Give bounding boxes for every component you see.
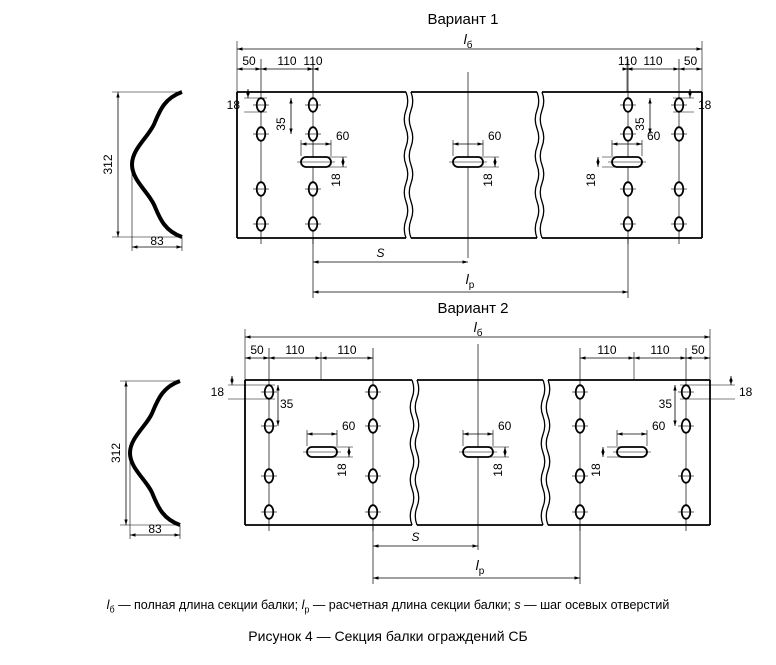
right-35-label: 35 xyxy=(633,117,647,131)
figure-caption: Рисунок 4 — Секция балки ограждений СБ xyxy=(248,628,528,644)
top-dim-label-5: 110 xyxy=(650,343,669,357)
legend-lp-symbol: l xyxy=(301,598,305,612)
legend-s-text: — шаг осевых отверстий xyxy=(520,598,670,612)
legend-lp-sub: р xyxy=(304,604,310,615)
slot-18-label-3: 18 xyxy=(584,173,598,187)
total-length-label-symbol: l xyxy=(474,319,478,335)
legend-lb-text: — полная длина секции балки; xyxy=(114,598,302,612)
top-dim-label-1: 50 xyxy=(242,54,256,68)
left-18-label: 18 xyxy=(211,385,225,399)
left-18-label: 18 xyxy=(227,98,241,112)
plate-segment-2 xyxy=(417,379,543,526)
slot-60-label-1: 60 xyxy=(336,129,350,143)
lp-label-sub: р xyxy=(469,280,475,291)
legend-lp-text: — расчетная длина секции балки; xyxy=(309,598,515,612)
total-length-label: lб xyxy=(474,319,483,339)
left-35-label: 35 xyxy=(280,397,294,411)
profile-depth-label: 83 xyxy=(148,522,162,536)
variant-title: Вариант 1 xyxy=(427,11,498,28)
top-dim-label-3: 110 xyxy=(337,343,356,357)
top-dim-label-6: 50 xyxy=(691,343,705,357)
plate-segment-1 xyxy=(245,379,412,526)
slot-18-label-2: 18 xyxy=(491,463,505,477)
s-label: S xyxy=(411,530,419,544)
lp-label-symbol: l xyxy=(466,271,470,287)
total-length-label: lб xyxy=(464,31,473,51)
slot-60-label-3: 60 xyxy=(652,419,666,433)
profile-height-label: 312 xyxy=(109,443,123,463)
total-length-label-symbol: l xyxy=(464,31,468,47)
plate-segment-3 xyxy=(542,91,702,239)
total-length-label-sub: б xyxy=(477,327,483,339)
left-35-label: 35 xyxy=(274,117,288,131)
break-line-1 xyxy=(403,91,409,239)
right-35-label: 35 xyxy=(659,397,673,411)
break-line-2 xyxy=(408,91,414,239)
lp-label-symbol: l xyxy=(476,557,480,573)
legend-line: lб — полная длина секции балки; lр — рас… xyxy=(0,598,776,615)
break-line-2 xyxy=(414,379,420,526)
top-dim-label-2: 110 xyxy=(285,343,304,357)
s-label: S xyxy=(376,246,384,260)
top-dim-label-1: 50 xyxy=(250,343,264,357)
top-dim-label-3: 110 xyxy=(303,54,322,68)
slot-60-label-2: 60 xyxy=(488,129,502,143)
beam-profile xyxy=(129,90,183,239)
top-dim-label-2: 110 xyxy=(277,54,296,68)
right-18-label: 18 xyxy=(739,385,753,399)
total-length-label-sub: б xyxy=(467,39,473,51)
slot-60-label-3: 60 xyxy=(647,129,661,143)
profile-depth-label: 83 xyxy=(150,234,164,248)
slot-60-label-2: 60 xyxy=(498,419,512,433)
plate-segment-3 xyxy=(548,379,710,526)
break-line-3 xyxy=(534,91,540,239)
legend-lb-symbol: l xyxy=(106,598,110,612)
plate-segment-1 xyxy=(237,91,406,239)
lp-label: lр xyxy=(476,557,485,577)
break-line-4 xyxy=(545,379,551,526)
top-dim-label-5: 110 xyxy=(643,54,662,68)
slot-18-label-3: 18 xyxy=(589,463,603,477)
break-line-4 xyxy=(539,91,545,239)
profile-height-label: 312 xyxy=(101,154,115,174)
break-line-1 xyxy=(409,379,415,526)
slot-60-label-1: 60 xyxy=(342,419,356,433)
plate-segment-2 xyxy=(411,91,537,239)
top-dim-label-6: 50 xyxy=(684,54,698,68)
slot-18-label-2: 18 xyxy=(481,173,495,187)
right-18-label: 18 xyxy=(698,98,712,112)
slot-18-label-1: 18 xyxy=(335,463,349,477)
legend-lb-sub: б xyxy=(109,604,115,615)
slot-18-label-1: 18 xyxy=(329,173,343,187)
lp-label: lр xyxy=(466,271,475,291)
variant-title: Вариант 2 xyxy=(437,300,508,317)
beam-profile xyxy=(127,379,181,527)
legend-s-symbol: s xyxy=(514,598,521,612)
lp-label-sub: р xyxy=(479,566,485,577)
top-dim-label-4: 110 xyxy=(618,54,637,68)
top-dim-label-4: 110 xyxy=(597,343,616,357)
break-line-3 xyxy=(540,379,546,526)
